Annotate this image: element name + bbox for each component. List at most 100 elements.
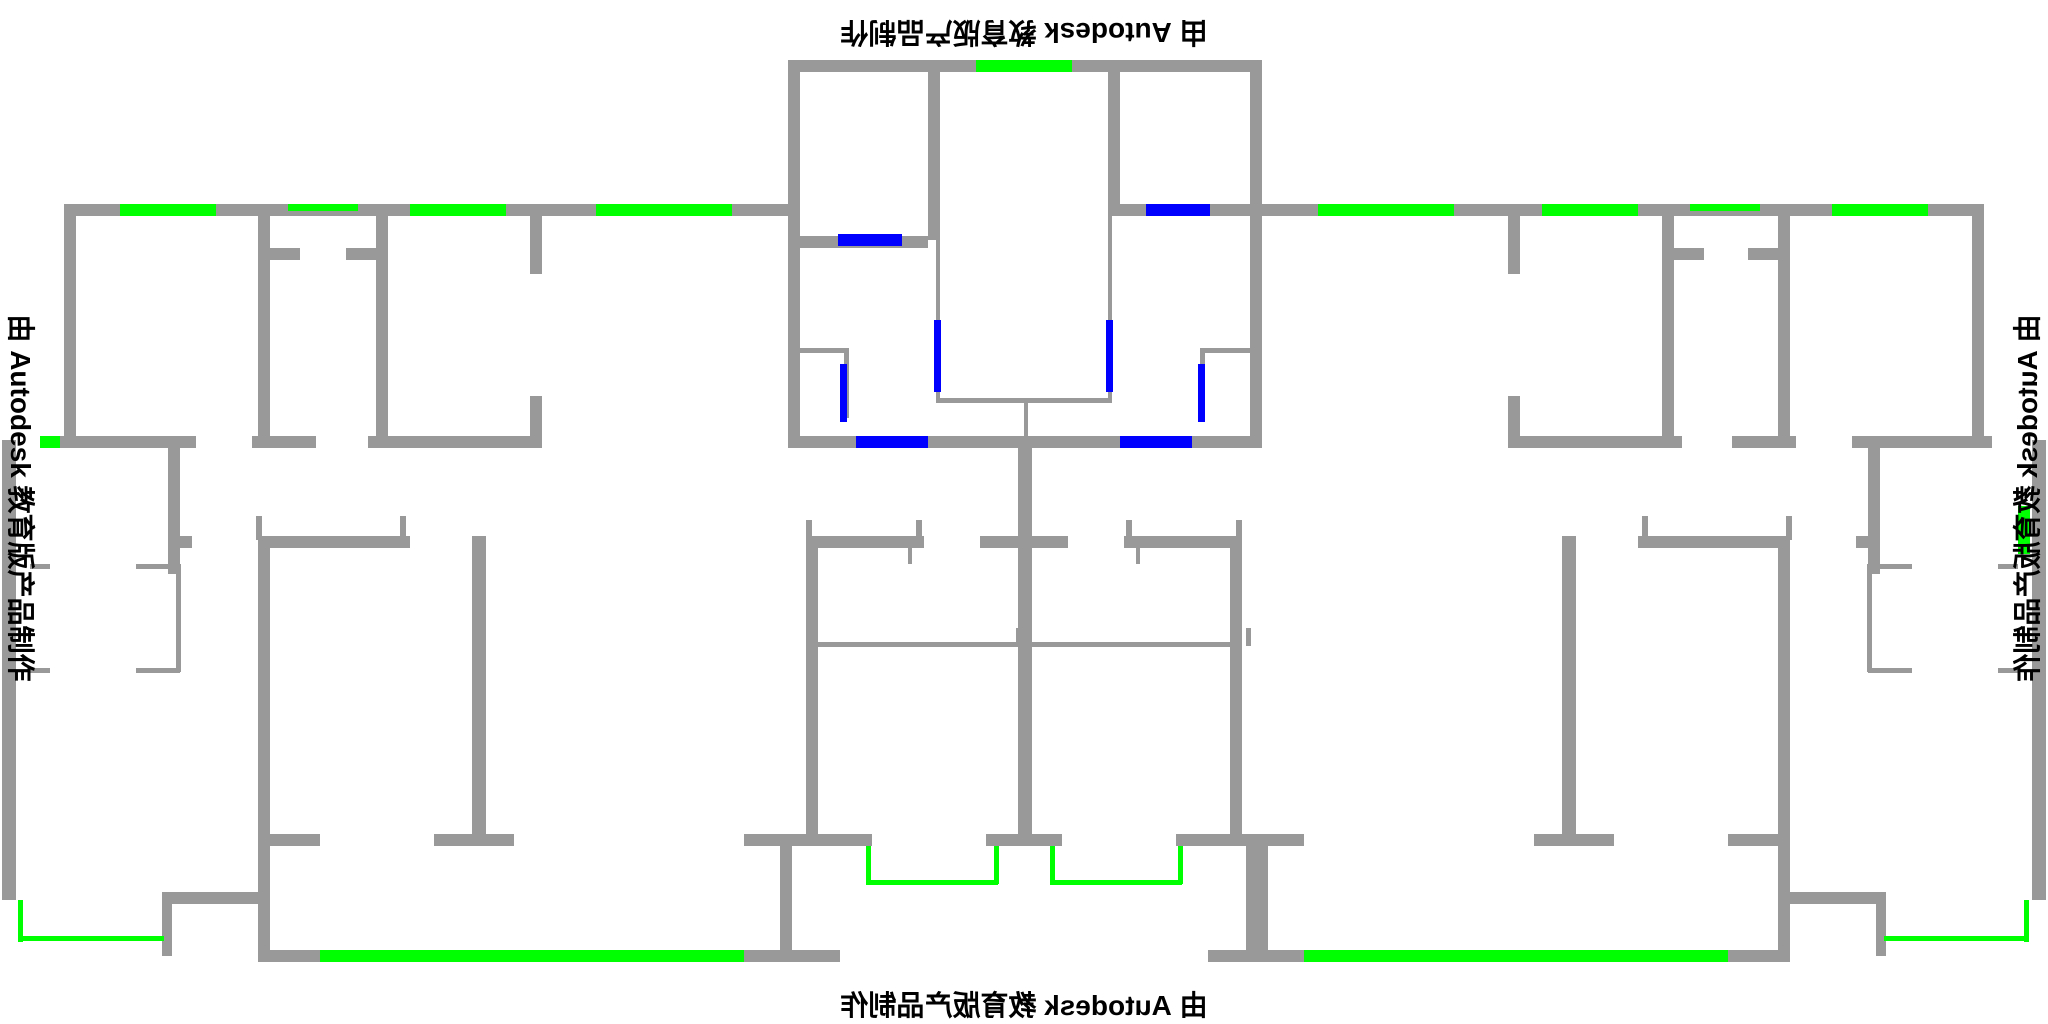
wall: [1867, 564, 1872, 672]
wall: [162, 892, 172, 956]
wall: [1200, 348, 1252, 353]
wall: [1024, 398, 1028, 440]
wall: [1108, 60, 1120, 208]
window: [1542, 204, 1638, 216]
wall: [1246, 844, 1256, 956]
wall: [916, 520, 922, 540]
wall: [1230, 536, 1242, 836]
door: [1120, 436, 1192, 448]
wall: [136, 668, 180, 673]
wall: [64, 204, 76, 444]
wall: [1868, 668, 1912, 673]
wall: [56, 436, 196, 448]
wall: [1048, 834, 1062, 846]
wall: [162, 892, 262, 904]
wall: [434, 834, 514, 846]
wall: [1136, 536, 1140, 564]
wall: [168, 444, 180, 574]
window: [866, 880, 998, 885]
window: [1832, 204, 1928, 216]
wall: [1786, 516, 1792, 540]
wall: [1562, 536, 1576, 836]
door: [840, 364, 847, 422]
wall: [1748, 248, 1780, 260]
wall: [2032, 440, 2046, 900]
wall: [788, 60, 800, 448]
wall: [1662, 204, 1674, 444]
wall: [928, 60, 940, 240]
wall: [1852, 436, 1992, 448]
window: [1050, 880, 1182, 885]
wall: [1728, 834, 1790, 846]
window: [976, 60, 1072, 72]
wall: [258, 204, 270, 444]
wall: [1778, 204, 1790, 444]
wall: [1972, 204, 1984, 444]
wall: [1786, 892, 1886, 904]
door: [856, 436, 928, 448]
door-layer: [838, 204, 1210, 448]
wall: [176, 536, 192, 548]
window: [18, 900, 23, 942]
wall: [744, 834, 872, 846]
wall: [258, 834, 320, 846]
wall: [30, 564, 50, 569]
wall: [1236, 520, 1242, 540]
wall: [1176, 834, 1304, 846]
wall-layer: [2, 60, 2046, 962]
wall: [30, 668, 50, 673]
window: [410, 204, 506, 216]
wall: [346, 248, 378, 260]
door: [1146, 204, 1210, 216]
wall: [806, 536, 924, 548]
wall: [1856, 536, 1872, 548]
wall: [908, 536, 912, 564]
wall: [1508, 436, 1682, 448]
wall: [530, 214, 542, 274]
window: [866, 846, 871, 884]
watermark-bottom: 由 Autodesk 教育版产品制作: [840, 990, 1208, 1021]
door: [1106, 320, 1113, 392]
wall: [256, 516, 262, 540]
wall: [1126, 520, 1132, 540]
window: [1690, 204, 1760, 211]
wall: [1672, 248, 1704, 260]
wall: [368, 436, 542, 448]
wall: [1508, 396, 1520, 444]
wall: [1998, 564, 2018, 569]
wall: [806, 536, 818, 836]
wall: [1018, 536, 1068, 548]
wall: [806, 520, 812, 540]
wall: [1778, 540, 1790, 956]
wall: [400, 516, 406, 540]
wall: [258, 536, 410, 548]
window: [2018, 506, 2030, 554]
wall: [136, 564, 180, 569]
wall: [258, 540, 270, 956]
wall: [1246, 628, 1251, 646]
wall: [796, 348, 848, 353]
watermark-right: 由 Autodesk 教育版产品制作: [2012, 314, 2043, 682]
wall: [176, 564, 181, 672]
door: [934, 320, 941, 392]
wall: [1534, 834, 1614, 846]
door: [1198, 364, 1205, 422]
window: [1304, 950, 1728, 962]
wall: [1642, 516, 1648, 540]
watermark-left: 由 Autodesk 教育版产品制作: [5, 314, 36, 682]
wall: [472, 536, 486, 836]
wall: [1256, 844, 1268, 956]
wall: [986, 834, 1000, 846]
wall: [1868, 444, 1880, 574]
window: [288, 204, 358, 211]
wall: [376, 204, 388, 444]
wall: [268, 248, 300, 260]
wall: [980, 536, 1030, 548]
wall: [1998, 668, 2018, 673]
wall: [1250, 60, 1262, 448]
wall: [936, 236, 940, 400]
window: [120, 204, 216, 216]
window: [596, 204, 732, 216]
window: [18, 936, 164, 941]
